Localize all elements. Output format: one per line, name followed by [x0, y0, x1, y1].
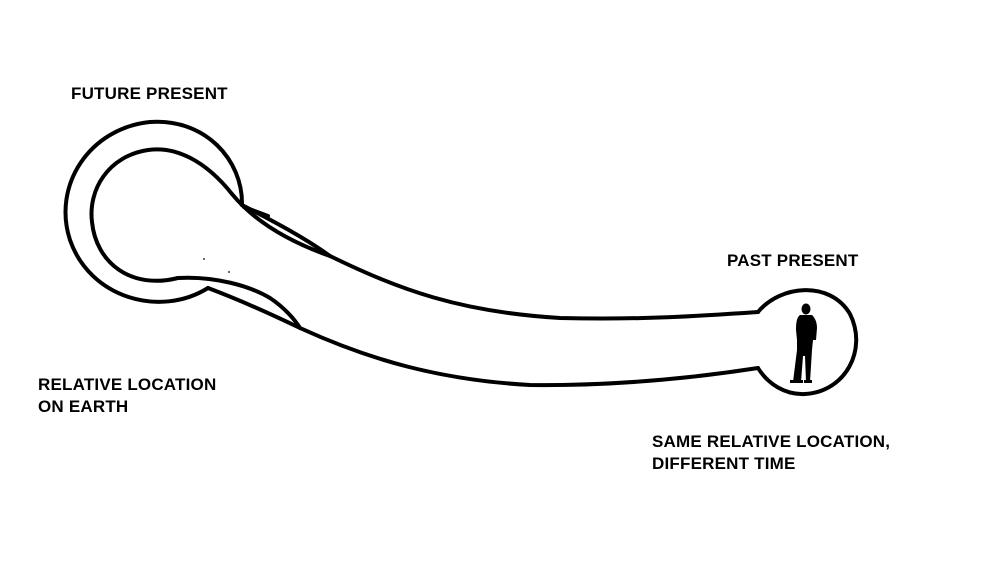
person-silhouette-icon	[790, 303, 817, 383]
past-present-label: PAST PRESENT	[727, 251, 859, 270]
same-location-label: SAME RELATIVE LOCATION, DIFFERENT TIME	[652, 431, 890, 475]
same-location-line1: SAME RELATIVE LOCATION,	[652, 432, 891, 451]
tube-upper-edge	[240, 203, 760, 321]
relative-location-line2: ON EARTH	[38, 397, 129, 416]
past-present-circle	[756, 288, 859, 397]
future-outer-ring	[63, 119, 245, 304]
tube-upper-inner-edge	[242, 205, 270, 218]
future-inner-ring	[89, 147, 332, 283]
relative-location-label: RELATIVE LOCATION ON EARTH	[38, 374, 216, 418]
tube-lower-edge	[206, 286, 760, 388]
tube-lower-inner-edge	[176, 275, 302, 330]
same-location-line2: DIFFERENT TIME	[652, 454, 796, 473]
future-present-label: FUTURE PRESENT	[71, 84, 228, 103]
relative-location-line1: RELATIVE LOCATION	[38, 375, 217, 394]
